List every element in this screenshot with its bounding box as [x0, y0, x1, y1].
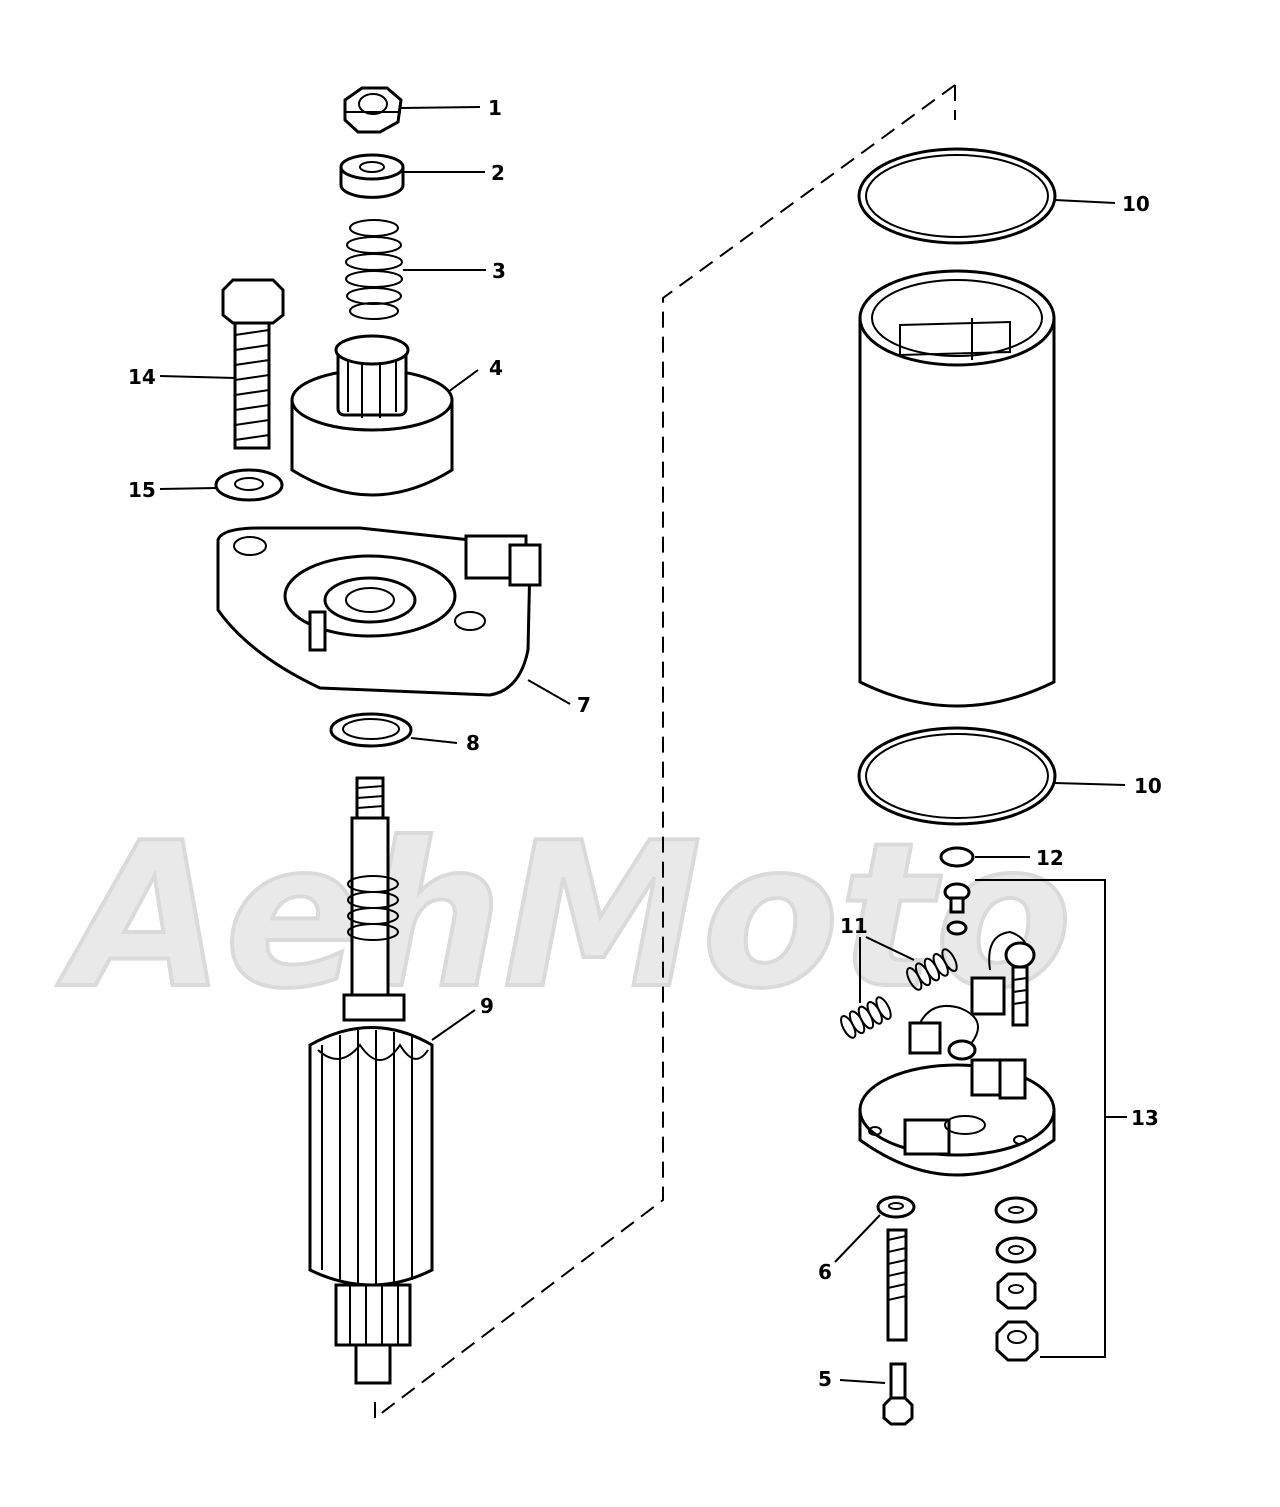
callout-5: 5: [818, 1367, 832, 1391]
callout-6: 6: [818, 1260, 832, 1284]
callout-9: 9: [480, 994, 494, 1018]
part-11-brush-springs: [840, 948, 958, 1039]
callout-1: 1: [488, 96, 502, 120]
part-1-nut: [343, 86, 403, 134]
part-4-drive-assembly: [290, 334, 454, 497]
part-7-end-cap: [216, 526, 542, 697]
part-15-washer: [214, 468, 284, 502]
part-2-spacer: [339, 153, 405, 199]
callout-11: 11: [840, 914, 868, 938]
motor-frame-housing: [858, 269, 1056, 708]
callout-15: 15: [128, 478, 156, 502]
watermark: AehMoto: [55, 798, 1074, 1035]
callout-14: 14: [128, 365, 156, 389]
callout-labels: 1 2 3 4 5 6 7 8 9 10 10 11 12 13 14 15: [128, 96, 1162, 1391]
part-5-screw: [882, 1362, 914, 1426]
svg-text:AehMoto: AehMoto: [57, 800, 1072, 1033]
leader-lines: [159, 106, 1127, 1384]
callout-12: 12: [1036, 846, 1064, 870]
part-10-o-ring-bottom: [857, 726, 1057, 826]
part-8-thrust-washer: [329, 712, 413, 748]
part-13-brush-plate-assembly: [858, 882, 1056, 1362]
part-6-washer-stud: [876, 1195, 916, 1342]
callout-8: 8: [466, 731, 480, 755]
part-14-bolt: [221, 278, 285, 450]
callout-10-top: 10: [1122, 192, 1150, 216]
part-3-spring: [345, 219, 403, 320]
callout-4: 4: [489, 356, 503, 380]
part-9-armature: [308, 776, 434, 1385]
part-10-o-ring-top: [857, 147, 1057, 245]
callout-2: 2: [491, 161, 505, 185]
callout-7: 7: [577, 693, 591, 717]
part-12-cap: [939, 846, 975, 868]
callout-3: 3: [492, 259, 506, 283]
callout-13: 13: [1131, 1106, 1159, 1130]
dashed-boundary-line: [374, 84, 956, 1419]
callout-10-bottom: 10: [1134, 774, 1162, 798]
